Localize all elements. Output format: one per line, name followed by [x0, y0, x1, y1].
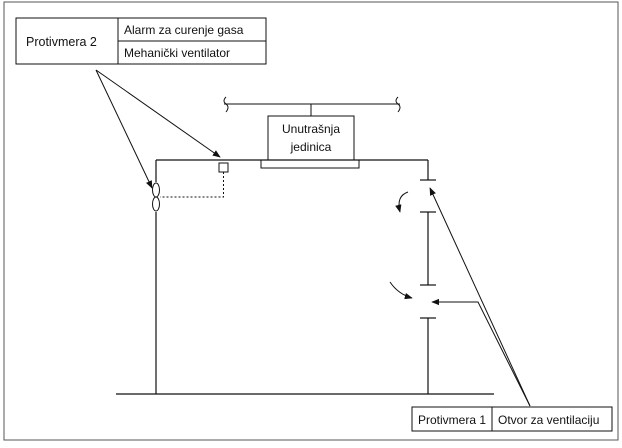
- countermeasure-1-table: Protivmera 1 Otvor za ventilaciju: [411, 406, 613, 432]
- countermeasure-1-box: [411, 406, 613, 432]
- gas-leak-alarm-icon: [218, 162, 229, 173]
- pipe-break-left: [223, 96, 229, 113]
- indoor-unit-label-line1: Unutrašnja: [282, 122, 340, 136]
- indoor-unit-box: [267, 115, 355, 161]
- countermeasure-2-table: Protivmera 2 Alarm za curenje gasa Mehan…: [15, 17, 267, 65]
- arrow-to-alarm: [95, 69, 221, 158]
- gas-leak-alarm-label: Alarm za curenje gasa: [124, 23, 244, 37]
- arrow-to-fan: [95, 69, 153, 189]
- mechanical-fan-icon: [152, 182, 160, 212]
- ventilation-opening-label: Otvor za ventilaciju: [498, 413, 599, 427]
- refrigerant-pipe: [223, 96, 401, 116]
- mechanical-fan-label: Mehanički ventilator: [124, 46, 230, 60]
- arrow-to-upper-opening: [429, 187, 531, 407]
- indoor-unit: Unutrašnja jedinica: [260, 115, 360, 169]
- room: [116, 159, 494, 395]
- countermeasure-2-label: Protivmera 2: [26, 35, 97, 49]
- airflow-upper-icon: [395, 191, 409, 213]
- indoor-unit-label-line2: jedinica: [290, 140, 332, 154]
- pipe-break-right: [395, 96, 401, 113]
- countermeasure-1-label: Protivmera 1: [418, 413, 486, 427]
- indoor-unit-panel: [260, 159, 360, 169]
- alarm-wiring: [160, 172, 224, 198]
- outer-frame: [3, 1, 619, 441]
- arrow-to-lower-opening: [431, 298, 531, 407]
- airflow-lower-icon: [389, 281, 413, 300]
